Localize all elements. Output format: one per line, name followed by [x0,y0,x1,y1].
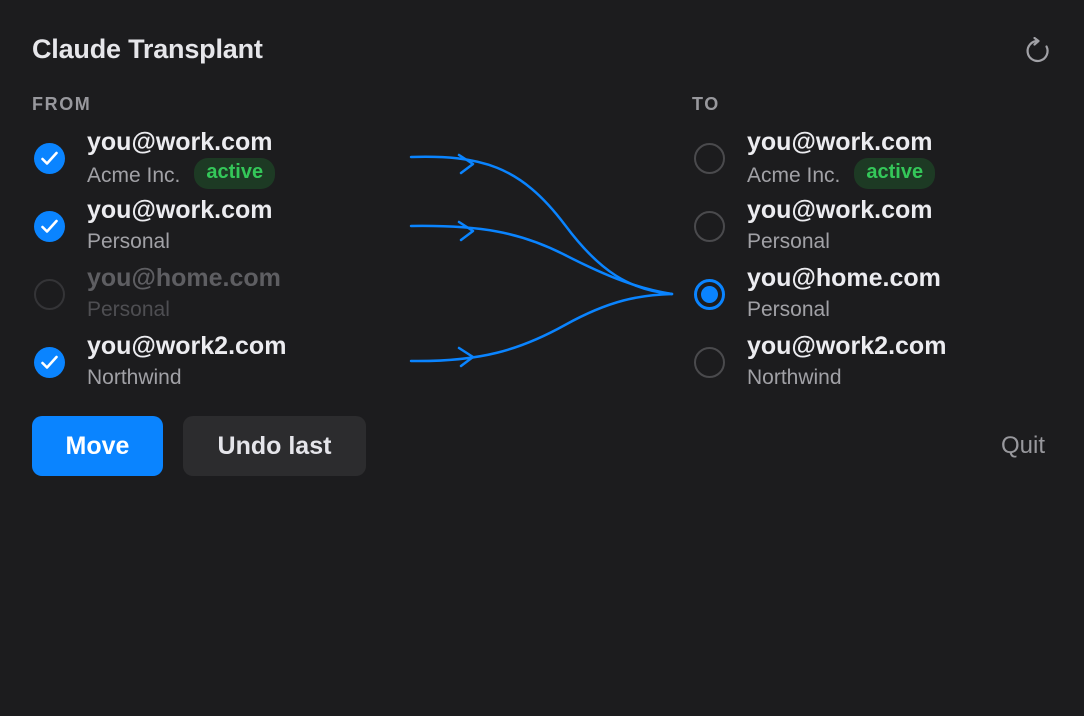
org-name: Acme Inc. [87,163,181,187]
account-email: you@home.com [87,264,281,292]
to-list: you@work.com Acme Inc. active you@work.c… [692,128,1032,400]
move-button[interactable]: Move [32,416,163,476]
to-item-work-personal[interactable]: you@work.com Personal [692,196,1032,264]
checkmark-icon [41,355,58,369]
arrow-icon [457,346,475,368]
from-checkbox[interactable] [34,347,65,378]
to-radio[interactable] [694,211,725,242]
from-checkbox[interactable] [34,211,65,242]
arrow-icon [457,220,475,242]
account-org: Northwind [747,366,842,389]
from-item-home-personal: you@home.com Personal [32,264,372,332]
checkmark-icon [41,219,58,233]
to-item-work-acme[interactable]: you@work.com Acme Inc. active [692,128,1032,196]
from-checkbox-disabled [34,279,65,310]
quit-button[interactable]: Quit [1001,432,1046,459]
account-email: you@work.com [747,128,933,156]
to-radio[interactable] [694,143,725,174]
account-org: Acme Inc. active [87,158,276,189]
from-item-work-personal[interactable]: you@work.com Personal [32,196,372,264]
account-email: you@work2.com [747,332,947,360]
account-email: you@work.com [87,196,273,224]
to-item-work2-northwind[interactable]: you@work2.com Northwind [692,332,1032,400]
account-org: Personal [87,230,170,253]
account-email: you@work2.com [87,332,287,360]
refresh-button[interactable] [1024,36,1052,65]
to-item-home-personal[interactable]: you@home.com Personal [692,264,1032,332]
account-org: Personal [747,298,830,321]
org-name: Acme Inc. [747,163,841,187]
account-email: you@home.com [747,264,941,292]
account-org: Personal [747,230,830,253]
account-email: you@work.com [747,196,933,224]
app-title: Claude Transplant [32,34,263,64]
arrow-icon [409,155,674,296]
to-radio[interactable] [694,347,725,378]
account-org: Acme Inc. active [747,158,936,189]
refresh-icon [1026,36,1049,63]
to-radio-selected[interactable] [694,279,725,310]
from-checkbox[interactable] [34,143,65,174]
account-email: you@work.com [87,128,273,156]
checkmark-icon [41,151,58,165]
to-section-label: TO [692,94,720,114]
active-badge: active [854,158,936,189]
account-org: Northwind [87,366,182,389]
account-org: Personal [87,298,170,321]
from-section-label: FROM [32,94,92,114]
arrow-icon [457,153,475,175]
arrow-icon [409,224,674,296]
from-item-work-acme[interactable]: you@work.com Acme Inc. active [32,128,372,196]
arrow-icon [409,292,674,363]
from-item-work2-northwind[interactable]: you@work2.com Northwind [32,332,372,400]
active-badge: active [194,158,276,189]
from-list: you@work.com Acme Inc. active you@work.c… [32,128,372,400]
undo-last-button[interactable]: Undo last [183,416,366,476]
